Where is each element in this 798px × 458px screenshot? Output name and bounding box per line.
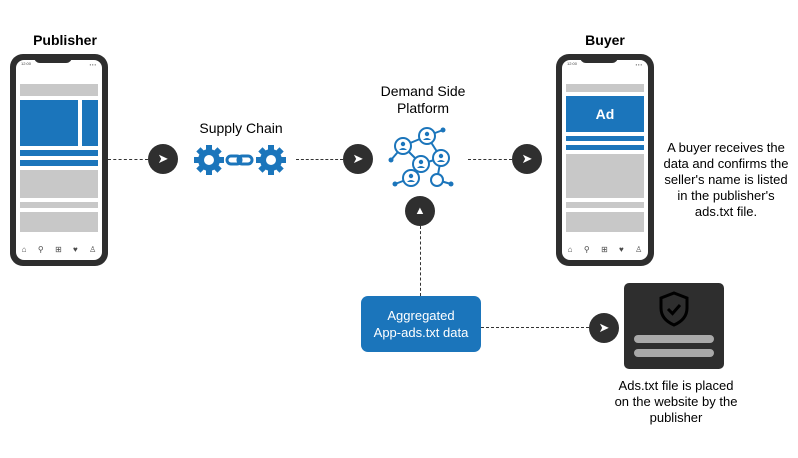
dsp-title-line2: Platform [396, 100, 450, 116]
aggregated-data-box: Aggregated App-ads.txt data [361, 296, 481, 352]
publisher-screen: 12:00 ▪▪▪ ⌂ ⚲ ⊞ ♥ ♙ [16, 60, 102, 260]
adstxt-note-line1: Ads.txt file is placed [618, 378, 734, 393]
shield-check-icon [659, 291, 689, 327]
aggregated-line2: App-ads.txt data [373, 325, 469, 340]
buyer-phone: 12:00 ▪▪▪ Ad ⌂ ⚲ ⊞ ♥ ♙ [556, 54, 654, 266]
content-strip [566, 145, 644, 150]
content-strip [566, 136, 644, 141]
content-strip-gray [566, 202, 644, 208]
supply-chain-title: Supply Chain [199, 120, 283, 136]
buyer-note-line3: seller's name is listed [664, 172, 788, 187]
content-strip-gray [20, 202, 98, 208]
adstxt-note: Ads.txt file is placed on the website by… [604, 378, 748, 426]
arrow-right-icon: ➤ [521, 151, 533, 166]
server-bar [634, 335, 714, 343]
content-block-side [82, 100, 98, 146]
add-icon[interactable]: ⊞ [55, 244, 62, 254]
search-icon[interactable]: ⚲ [37, 244, 44, 254]
profile-icon[interactable]: ♙ [89, 244, 97, 254]
flow-arrow-up: ▲ [405, 196, 435, 226]
buyer-note-line4: in the publisher's [677, 188, 775, 203]
tab-bar: ⌂ ⚲ ⊞ ♥ ♙ [562, 238, 648, 260]
server-bar [634, 349, 714, 357]
flow-arrow-right: ➤ [148, 144, 178, 174]
buyer-screen: 12:00 ▪▪▪ Ad ⌂ ⚲ ⊞ ♥ ♙ [562, 60, 648, 260]
content-block-gray [566, 212, 644, 232]
dsp-title-line1: Demand Side [380, 83, 466, 99]
home-icon[interactable]: ⌂ [21, 244, 27, 254]
buyer-note-line2: data and confirms the [663, 156, 789, 171]
connector-line [481, 327, 589, 328]
status-time: 12:00 [567, 61, 578, 66]
adstxt-note-line3: publisher [649, 410, 703, 425]
content-block-large [20, 100, 78, 146]
buyer-note-line1: A buyer receives the [667, 140, 785, 155]
ad-label: Ad [595, 106, 615, 122]
ad-block: Ad [566, 96, 644, 132]
content-block-gray [566, 154, 644, 198]
content-strip [20, 150, 98, 156]
buyer-title: Buyer [585, 32, 625, 48]
arrow-right-icon: ➤ [598, 320, 610, 335]
heart-icon[interactable]: ♥ [619, 244, 624, 254]
content-block-gray [20, 212, 98, 232]
connector-line [468, 159, 512, 160]
buyer-note: A buyer receives the data and confirms t… [662, 140, 790, 220]
content-block-gray [20, 170, 98, 198]
tab-bar: ⌂ ⚲ ⊞ ♥ ♙ [16, 238, 102, 260]
header-bar [566, 84, 644, 92]
phone-notch [580, 54, 618, 63]
connector-line-vertical [420, 226, 421, 296]
dsp-title: Demand Side Platform [358, 83, 488, 117]
flow-arrow-right: ➤ [512, 144, 542, 174]
flow-arrow-right: ➤ [343, 144, 373, 174]
signal-icon: ▪▪▪ [635, 62, 643, 67]
signal-icon: ▪▪▪ [89, 62, 97, 67]
demand-side-platform-icon [388, 127, 454, 187]
publisher-title: Publisher [33, 32, 97, 48]
content-strip [20, 160, 98, 166]
profile-icon[interactable]: ♙ [635, 244, 643, 254]
heart-icon[interactable]: ♥ [73, 244, 78, 254]
connector-line [108, 159, 148, 160]
status-time: 12:00 [21, 61, 32, 66]
phone-notch [34, 54, 72, 63]
add-icon[interactable]: ⊞ [601, 244, 608, 254]
arrow-right-icon: ➤ [157, 151, 169, 166]
flow-arrow-right: ➤ [589, 313, 619, 343]
connector-line [296, 159, 343, 160]
home-icon[interactable]: ⌂ [567, 244, 573, 254]
publisher-phone: 12:00 ▪▪▪ ⌂ ⚲ ⊞ ♥ ♙ [10, 54, 108, 266]
arrow-up-icon: ▲ [414, 205, 426, 217]
supply-chain-icon [194, 145, 286, 175]
header-bar [20, 84, 98, 96]
search-icon[interactable]: ⚲ [583, 244, 590, 254]
arrow-right-icon: ➤ [352, 151, 364, 166]
website-server [624, 283, 724, 369]
buyer-note-line5: ads.txt file. [694, 204, 758, 219]
aggregated-line1: Aggregated [387, 308, 455, 323]
adstxt-note-line2: on the website by the [614, 394, 738, 409]
